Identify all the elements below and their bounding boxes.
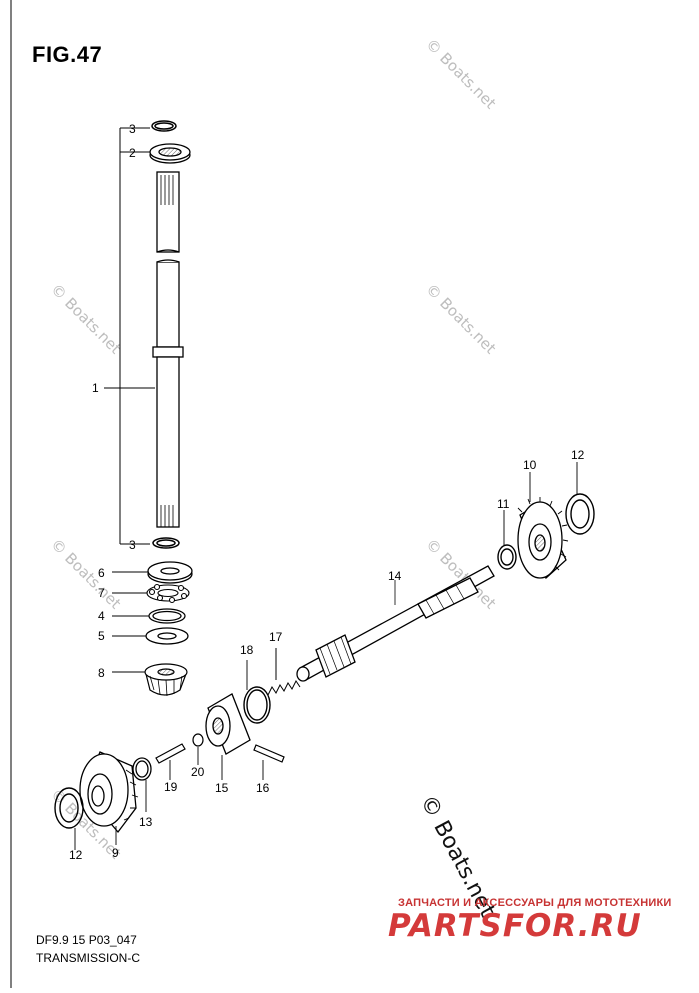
part-9-reverse-gear [79,751,139,845]
callout-14: 14 [388,569,402,583]
callout-16: 16 [256,781,270,795]
watermark-text: © Boats.net [422,35,500,113]
callout-6: 6 [98,566,105,580]
callout-8: 8 [98,666,105,680]
part-12-shim-left [54,787,84,850]
callout-2: 2 [129,146,136,160]
callout-3-top: 3 [129,122,136,136]
part-7-thrust-bearing [146,583,190,604]
part-2-bearing [149,143,191,164]
callout-18: 18 [240,643,254,657]
watermark-text: © Boats.net [422,280,500,358]
callout-7: 7 [98,586,105,600]
part-3-circlip-bottom [152,537,180,549]
part-13-shim [132,757,152,812]
callout-13: 13 [139,815,153,829]
callout-12-left: 12 [69,848,83,862]
part-15-clutch-dog [205,693,251,780]
part-10-forward-gear [517,472,569,580]
part-3-circlip-top [151,120,177,132]
watermark-text: © Boats.net [47,280,125,358]
model-code: DF9.9 15 P03_047 [36,933,137,947]
part-6-washer [147,561,193,584]
figure-title: FIG.47 [32,42,103,67]
part-20-ball [192,733,204,765]
callout-labels: 1 2 3 3 4 5 6 7 8 9 10 11 12 12 13 14 15… [69,122,585,862]
callout-20: 20 [191,765,205,779]
callout-12-right: 12 [571,448,585,462]
part-14-propeller-shaft [296,565,495,682]
part-5-washer [145,627,189,645]
callout-17: 17 [269,630,283,644]
callout-leaders [112,571,149,673]
callout-15: 15 [215,781,229,795]
callout-3-bottom: 3 [129,538,136,552]
part-8-pinion-gear [144,663,188,697]
part-16-pin [253,744,285,780]
shop-tagline: ЗАПЧАСТИ И АКСЕССУАРЫ ДЛЯ МОТОТЕХНИКИ [398,897,672,909]
part-1-drive-shaft [152,171,184,528]
callout-10: 10 [523,458,537,472]
part-11-shim [497,510,517,570]
part-12-shim-right [565,462,595,535]
watermark-text: © Boats.net [47,535,125,613]
bracket-group-1 [104,127,155,545]
part-19-pin [155,743,186,780]
shop-logo: PARTSFOR.RU [388,908,642,944]
callout-19: 19 [164,780,178,794]
part-18-ring [243,660,271,724]
part-17-spring [267,648,301,696]
section-name: TRANSMISSION-C [36,951,141,965]
callout-5: 5 [98,629,105,643]
callout-1: 1 [92,381,99,395]
part-4-shim [148,608,186,624]
callout-11: 11 [497,497,510,511]
callout-4: 4 [98,609,105,623]
callout-9: 9 [112,846,119,860]
